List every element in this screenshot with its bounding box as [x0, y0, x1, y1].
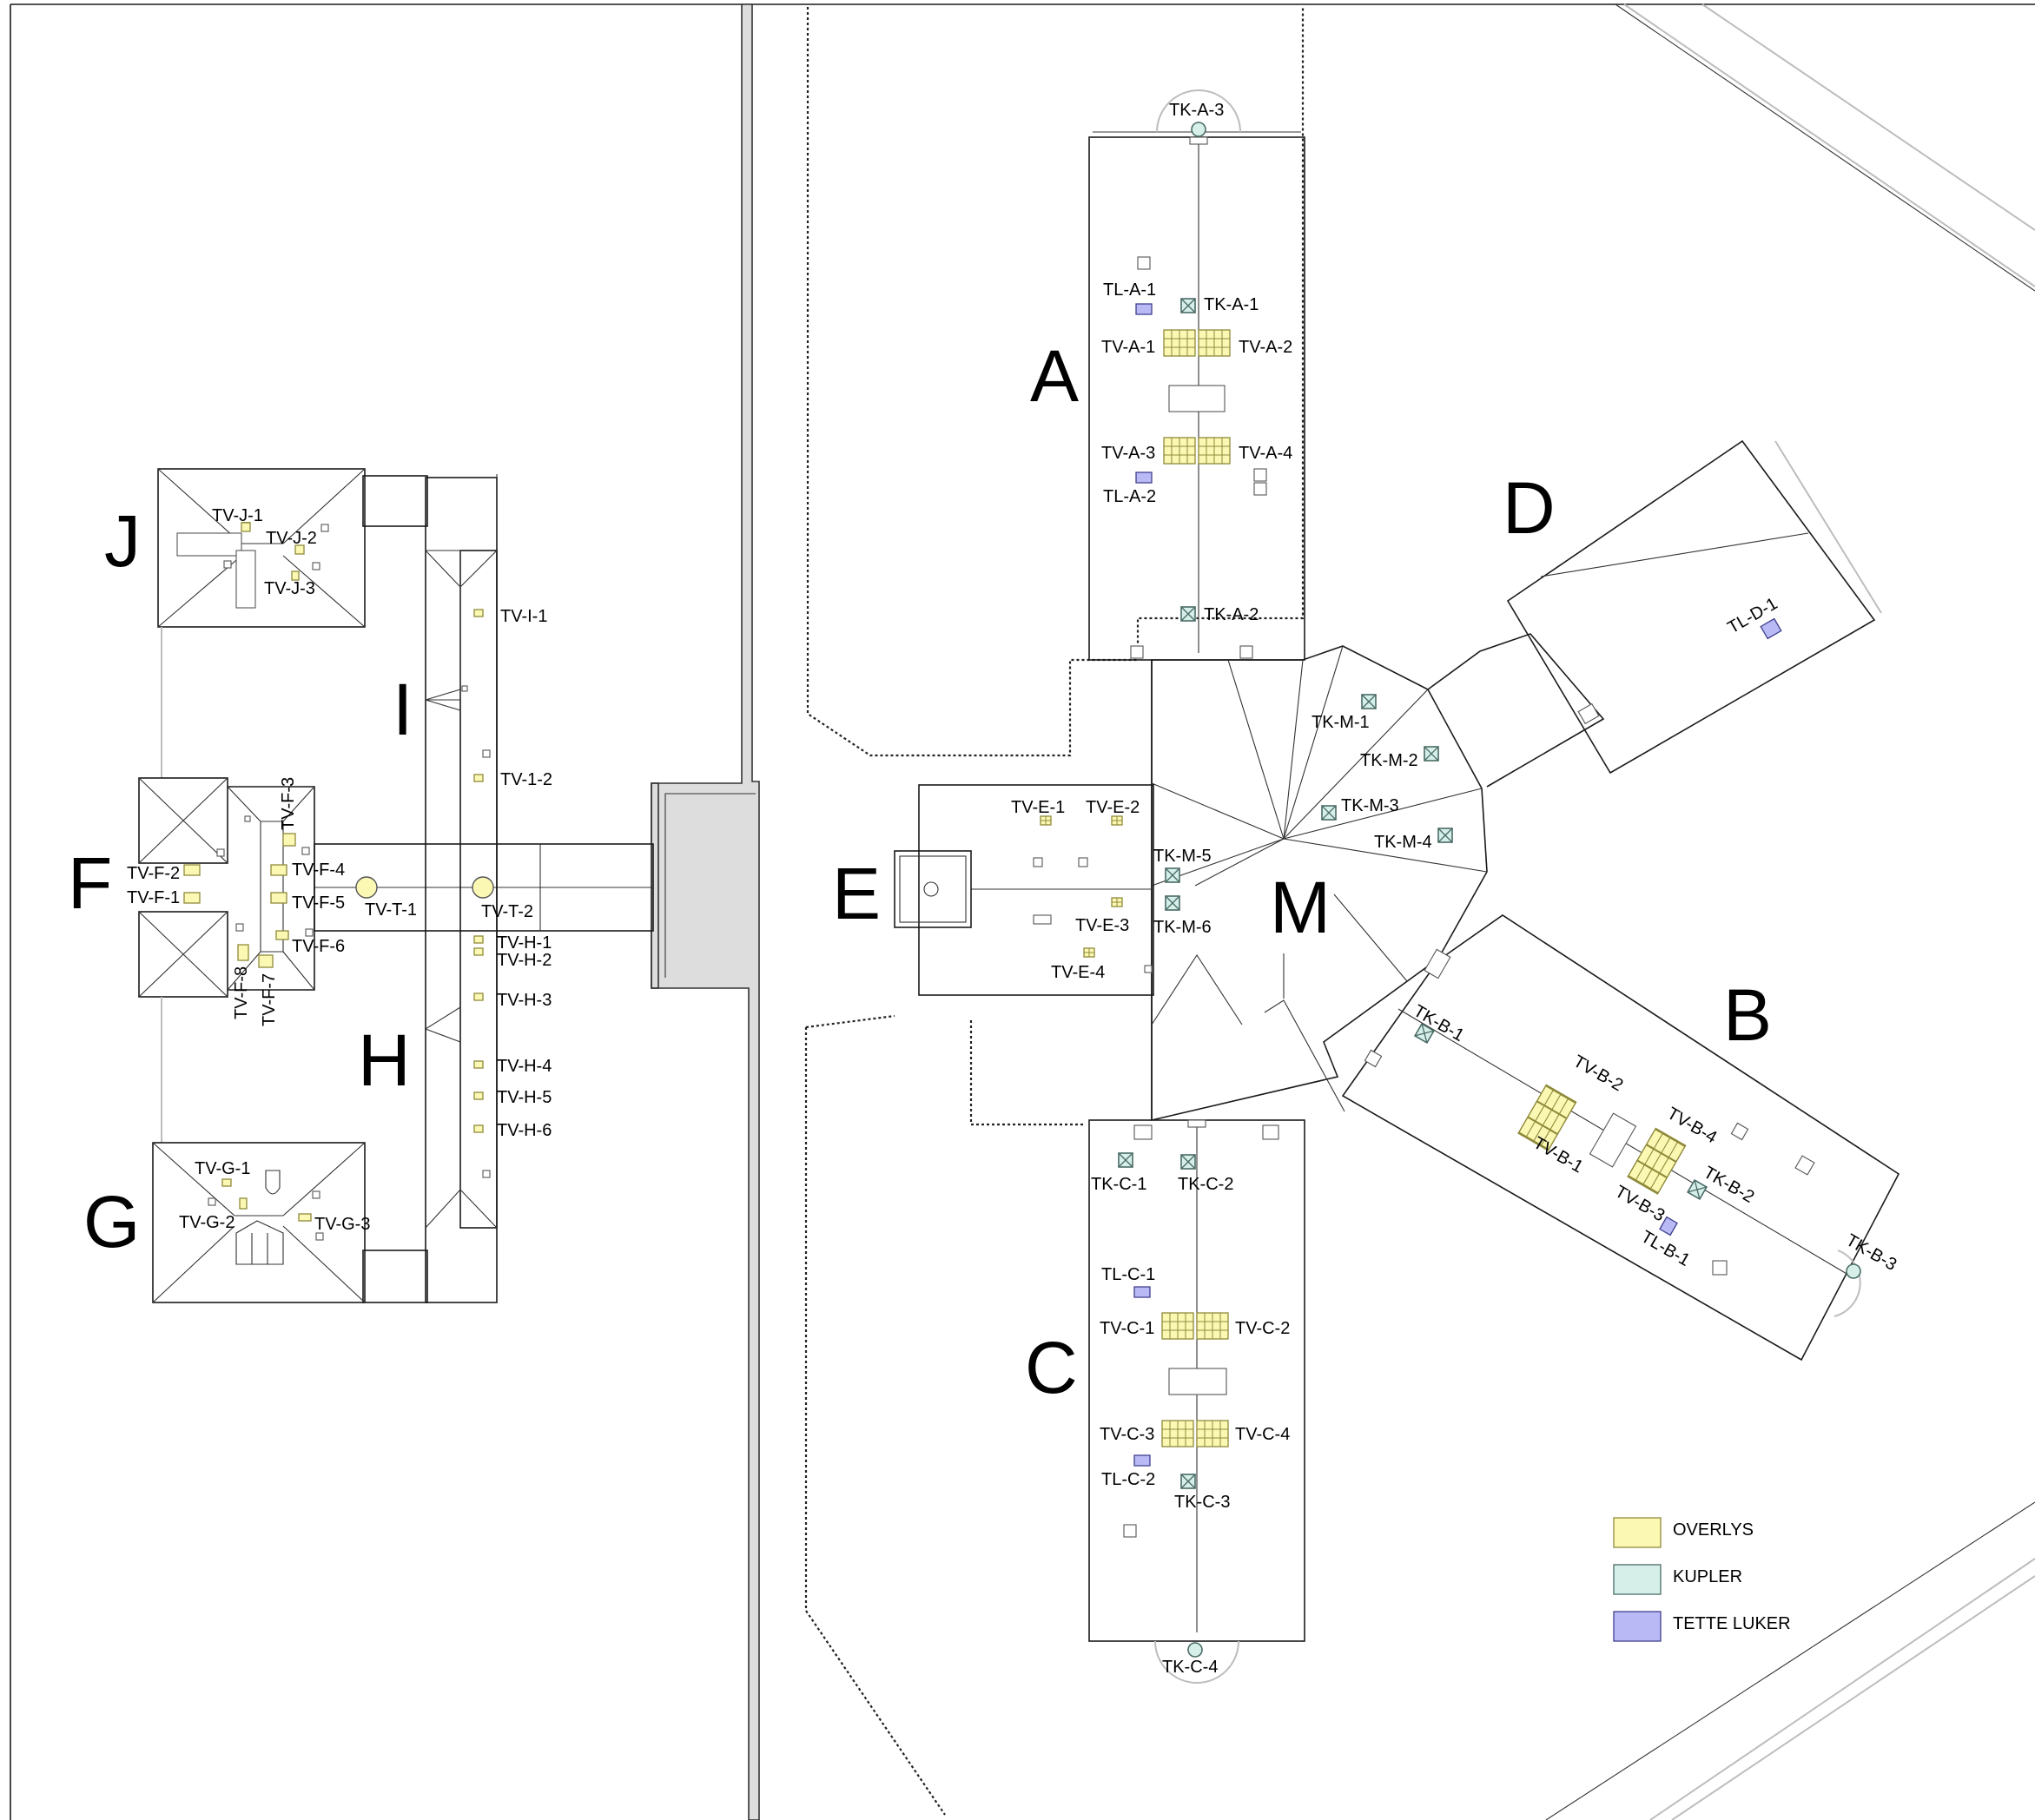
- label-tv-a-4: TV-A-4: [1239, 444, 1292, 463]
- label-tv-f-7: TV-F-7: [260, 973, 279, 1026]
- label-tv-h-1: TV-H-1: [497, 933, 552, 953]
- label-tv-h-6: TV-H-6: [497, 1121, 552, 1140]
- label-tv-g-1: TV-G-1: [195, 1159, 250, 1178]
- label-tk-c-4: TK-C-4: [1162, 1658, 1218, 1677]
- label-tk-c-1: TK-C-1: [1091, 1175, 1146, 1194]
- label-tl-c-1: TL-C-1: [1101, 1265, 1155, 1284]
- label-tv-e-4: TV-E-4: [1051, 963, 1105, 982]
- label-tv-a-1: TV-A-1: [1101, 338, 1155, 357]
- label-tv-f-3: TV-F-3: [279, 777, 298, 830]
- label-tv-h-2: TV-H-2: [497, 951, 552, 970]
- label-tv-b-1: TV-B-1: [1530, 1133, 1587, 1177]
- legend-swatch-kupler: [1613, 1564, 1662, 1595]
- legend-label-kupler: KUPLER: [1673, 1567, 1742, 1586]
- label-tv-i-1: TV-I-1: [500, 607, 547, 626]
- label-tk-m-5: TK-M-5: [1153, 847, 1212, 866]
- section-e: E: [832, 853, 881, 934]
- label-tv-a-2: TV-A-2: [1239, 338, 1292, 357]
- label-tk-m-4: TK-M-4: [1374, 833, 1432, 852]
- label-tk-m-3: TK-M-3: [1341, 796, 1399, 815]
- label-tl-a-2: TL-A-2: [1103, 487, 1156, 506]
- label-tv-a-3: TV-A-3: [1101, 444, 1155, 463]
- label-tv-f-2: TV-F-2: [127, 864, 180, 883]
- label-tk-m-1: TK-M-1: [1312, 713, 1370, 732]
- label-tv-f-4: TV-F-4: [292, 861, 345, 880]
- section-d: D: [1503, 467, 1556, 549]
- section-j: J: [104, 500, 141, 582]
- label-tk-b-2: TK-B-2: [1701, 1163, 1758, 1207]
- label-tv-c-4: TV-C-4: [1235, 1425, 1290, 1444]
- label-tv-b-2: TV-B-2: [1570, 1052, 1627, 1095]
- section-letters: A B C D E F G H I J M: [68, 335, 1772, 1408]
- label-tv-c-2: TV-C-2: [1235, 1319, 1290, 1338]
- label-tv-e-2: TV-E-2: [1086, 798, 1140, 817]
- label-tv-c-1: TV-C-1: [1100, 1319, 1154, 1338]
- label-tv-f-6: TV-F-6: [292, 937, 345, 956]
- label-tv-t-2: TV-T-2: [481, 902, 533, 921]
- label-tl-a-1: TL-A-1: [1103, 280, 1156, 300]
- label-tv-e-1: TV-E-1: [1011, 798, 1065, 817]
- label-tv-j-1: TV-J-1: [212, 506, 263, 525]
- label-tv-f-8: TV-F-8: [232, 966, 251, 1019]
- legend-swatch-tette-luker: [1613, 1611, 1662, 1642]
- section-a: A: [1030, 335, 1079, 417]
- section-c: C: [1025, 1327, 1078, 1408]
- label-tv-e-3: TV-E-3: [1075, 916, 1129, 935]
- label-tk-m-2: TK-M-2: [1360, 751, 1418, 770]
- label-tv-1-2: TV-1-2: [500, 770, 552, 789]
- label-tk-a-2: TK-A-2: [1204, 605, 1259, 624]
- label-tl-b-1: TL-B-1: [1638, 1227, 1694, 1270]
- section-i: I: [393, 669, 413, 750]
- section-g: G: [83, 1181, 140, 1263]
- label-tv-f-5: TV-F-5: [292, 894, 345, 913]
- legend-label-tette-luker: TETTE LUKER: [1673, 1614, 1791, 1633]
- label-tk-a-1: TK-A-1: [1204, 295, 1259, 314]
- legend-label-overlys: OVERLYS: [1673, 1520, 1754, 1540]
- label-tv-g-2: TV-G-2: [179, 1213, 235, 1232]
- label-tv-g-3: TV-G-3: [314, 1215, 370, 1234]
- legend: OVERLYS KUPLER TETTE LUKER: [1613, 1517, 1791, 1642]
- label-tk-b-1: TK-B-1: [1411, 1001, 1468, 1045]
- label-tv-h-5: TV-H-5: [497, 1088, 552, 1107]
- section-m: M: [1270, 867, 1331, 948]
- label-tv-t-1: TV-T-1: [365, 900, 417, 920]
- section-f: F: [68, 842, 112, 924]
- label-tv-j-3: TV-J-3: [264, 579, 315, 598]
- label-tl-c-2: TL-C-2: [1101, 1470, 1155, 1489]
- label-tv-f-1: TV-F-1: [127, 888, 180, 907]
- legend-swatch-overlys: [1613, 1517, 1662, 1548]
- label-tk-c-3: TK-C-3: [1174, 1493, 1230, 1512]
- label-tk-a-3: TK-A-3: [1169, 101, 1224, 120]
- label-tk-m-6: TK-M-6: [1153, 918, 1212, 937]
- label-tk-c-2: TK-C-2: [1178, 1175, 1233, 1194]
- label-tv-h-4: TV-H-4: [497, 1057, 552, 1076]
- label-tv-j-2: TV-J-2: [266, 529, 317, 548]
- section-b: B: [1723, 974, 1772, 1056]
- label-tv-c-3: TV-C-3: [1100, 1425, 1154, 1444]
- section-h: H: [358, 1019, 411, 1101]
- label-tv-h-3: TV-H-3: [497, 991, 552, 1010]
